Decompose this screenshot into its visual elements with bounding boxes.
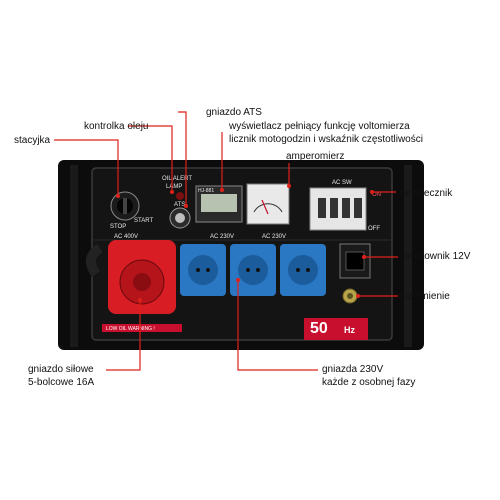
panel-start: START <box>134 218 153 224</box>
label-amperomierz: amperomierz <box>286 151 345 162</box>
leader-gniazda-230 <box>237 280 318 371</box>
frequency-value: 50 <box>310 320 328 337</box>
label-stacyjka: stacyjka <box>14 135 51 146</box>
panel-on: ON <box>372 192 381 198</box>
digital-display <box>195 185 243 223</box>
ignition-switch <box>110 191 140 221</box>
socket-230v-3 <box>280 244 326 296</box>
circuit-breaker <box>309 187 367 231</box>
panel-ac-400v: AC 400V <box>114 234 138 240</box>
dc-12v-outlet <box>339 243 371 279</box>
frequency-badge: 50 Hz <box>304 318 368 340</box>
oil-alert-lamp <box>176 192 184 200</box>
label-gniazdo-silowe-line1: gniazdo siłowe <box>28 364 94 375</box>
ammeter <box>246 183 290 225</box>
label-prostownik: prostownik 12V <box>402 251 471 262</box>
panel-oil-alert: OIL ALERT <box>162 176 192 182</box>
socket-230v-2 <box>230 244 276 296</box>
panel-stop: STOP <box>110 224 126 230</box>
leader-dots <box>116 184 374 302</box>
power-socket-400v <box>85 240 176 314</box>
leader-kontrolka-oleju <box>128 125 173 192</box>
label-wyswietlacz-line1: wyświetlacz pełniący funkcję voltomierza <box>229 121 410 132</box>
warning-strip <box>102 324 182 332</box>
panel-ac-sw: AC SW <box>332 180 352 186</box>
label-kontrolka-oleju: kontrolka oleju <box>84 121 149 132</box>
label-gniazdo-ats: gniazdo ATS <box>206 107 262 118</box>
ground-terminal <box>342 288 358 304</box>
leader-stacyjka <box>54 139 119 196</box>
label-uziemienie: uziemienie <box>402 291 450 302</box>
label-gniazdo-silowe-line2: 5-bolcowe 16A <box>28 377 95 388</box>
socket-230v-1 <box>180 244 226 296</box>
panel-warning: LOW OIL WARNING ! <box>106 326 155 332</box>
panel-lamp: LAMP <box>166 184 182 190</box>
leader-lines <box>54 111 398 371</box>
panel-ac-230v-b: AC 230V <box>262 234 286 240</box>
panel-ac-230v-a: AC 230V <box>210 234 234 240</box>
label-wyswietlacz-line2: licznik motogodzin i wskaźnik częstotliw… <box>229 134 423 145</box>
label-bezpiecznik: bezpiecznik <box>400 188 453 199</box>
label-gniazda-230-line2: każde z osobnej fazy <box>322 377 416 388</box>
panel-off: OFF <box>368 226 380 232</box>
leader-gniazdo-ats <box>178 111 187 206</box>
label-gniazda-230-line1: gniazda 230V <box>322 364 384 375</box>
leader-gniazdo-silowe <box>106 300 141 371</box>
ats-socket <box>169 207 191 229</box>
panel-ats: ATS <box>174 202 185 208</box>
panel-meter-model: HJ-881 <box>198 188 214 194</box>
frequency-unit: Hz <box>344 325 355 335</box>
